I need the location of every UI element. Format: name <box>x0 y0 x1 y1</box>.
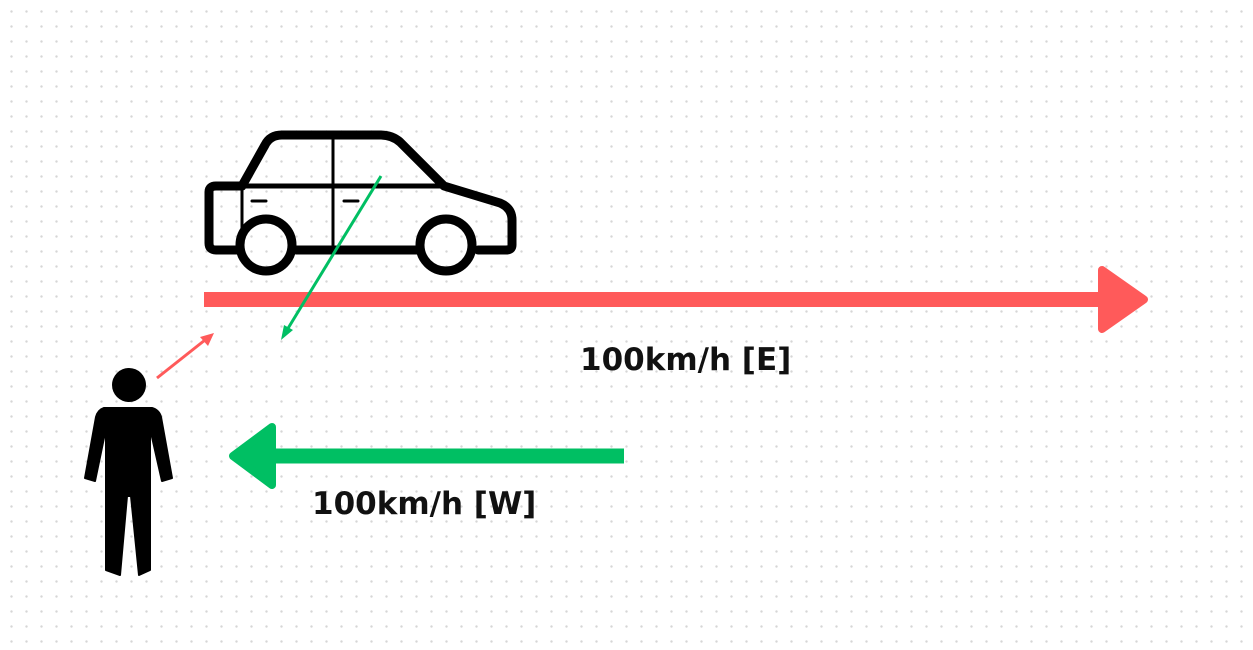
east-velocity-label: 100km/h [E] <box>580 342 792 378</box>
person-to-car-arrow <box>156 333 214 380</box>
west-arrow <box>229 423 624 489</box>
car-to-person-arrow <box>281 175 383 340</box>
west-velocity-label: 100km/h [W] <box>312 486 537 522</box>
car-icon <box>204 130 517 276</box>
person-icon <box>84 368 173 576</box>
east-arrow <box>204 266 1148 333</box>
